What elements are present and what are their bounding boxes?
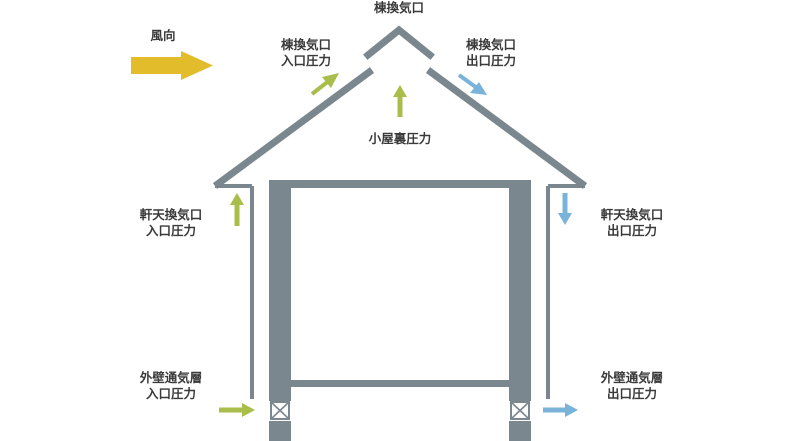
ridge-vent-label: 棟換気口 (374, 0, 424, 15)
eave-inlet-label-line2: 入口圧力 (146, 223, 196, 238)
eave-outlet-label-line1: 軒天換気口 (601, 207, 664, 222)
cross-box-icon (270, 401, 290, 420)
eave-outlet-arrow (558, 193, 572, 225)
wall-outlet-arrow (543, 403, 578, 417)
roof-right-slope (425, 67, 588, 189)
wall-outlet-label-line2: 出口圧力 (607, 386, 657, 401)
ridge-inlet-arrow (310, 73, 339, 96)
left-wall (269, 180, 291, 401)
cross-box-icon (510, 401, 530, 420)
floor-beam (291, 380, 509, 387)
wind-direction-arrow (131, 51, 213, 80)
ceiling-beam (269, 180, 531, 188)
ridge-outlet-label-line1: 棟換気口 (466, 37, 516, 52)
eave-inlet-label-line1: 軒天換気口 (140, 207, 203, 222)
wall-outlet-label-line1: 外壁通気層 (600, 370, 664, 385)
roof-left-slope (212, 67, 375, 189)
wall-inlet-arrow (219, 403, 255, 417)
attic-pressure-arrow (393, 85, 407, 117)
ridge-inlet-label-line2: 入口圧力 (281, 53, 331, 68)
ridge-cap (363, 25, 435, 60)
right-foundation (509, 421, 531, 441)
ridge-outlet-label-line2: 出口圧力 (466, 53, 516, 68)
ridge-outlet-arrow (457, 73, 487, 95)
attic-pressure-label: 小屋裏圧力 (368, 131, 432, 146)
eave-outlet-label-line2: 出口圧力 (607, 223, 657, 238)
ridge-inlet-label-line1: 棟換気口 (281, 37, 331, 52)
eave-inlet-arrow (230, 193, 244, 226)
wall-inlet-label-line1: 外壁通気層 (139, 370, 203, 385)
wind-direction-label: 風向 (150, 28, 175, 43)
right-wall (509, 180, 531, 401)
wall-inlet-label-line2: 入口圧力 (146, 386, 196, 401)
left-foundation (269, 421, 291, 441)
